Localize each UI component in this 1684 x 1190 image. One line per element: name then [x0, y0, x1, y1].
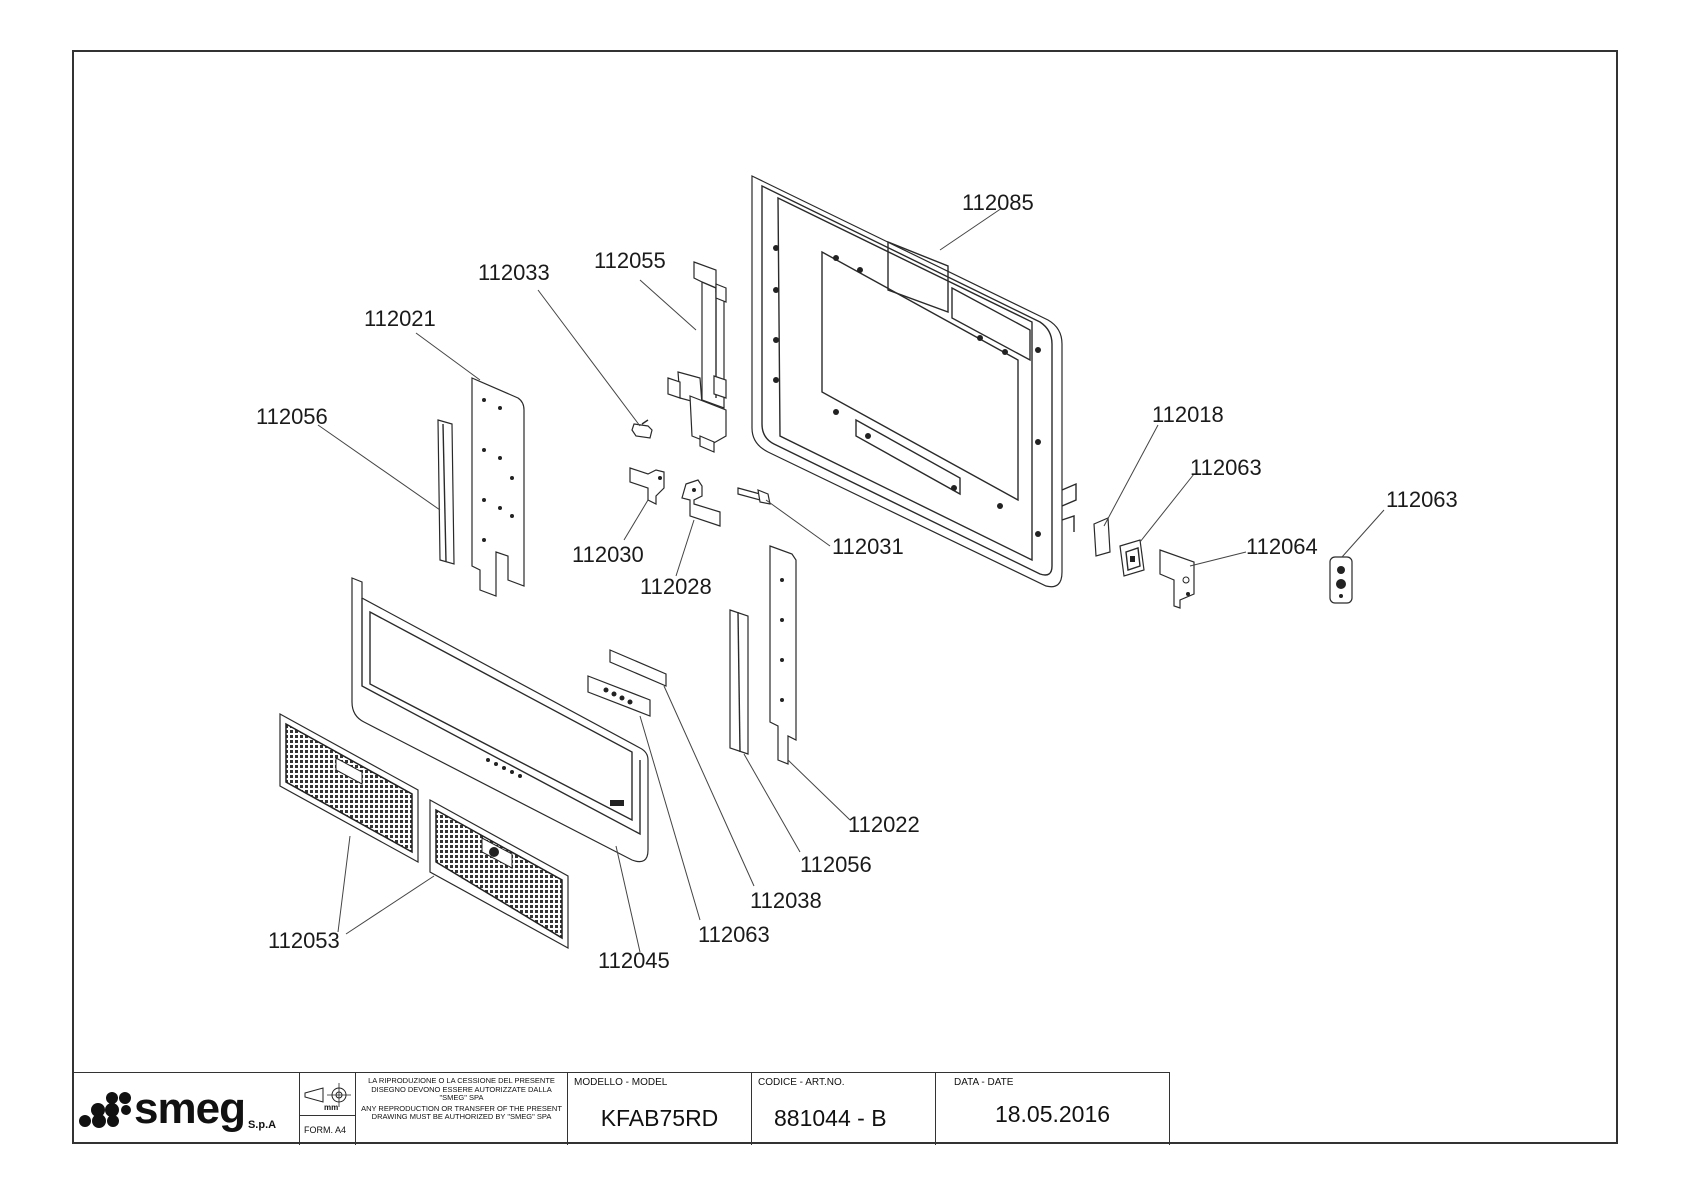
part-label-112045: 112045 — [598, 948, 670, 973]
grease-filter-right-part — [429, 798, 569, 950]
projection-symbol-cell: mm FORM. A4 — [300, 1073, 356, 1145]
part-label-112056-left: 112056 — [256, 404, 328, 429]
date-value: 18.05.2016 — [994, 1101, 1111, 1127]
part-label-112053: 112053 — [268, 928, 340, 953]
right-plate-part — [769, 545, 797, 765]
brand-name: smeg — [134, 1084, 246, 1133]
brand-suffix: S.p.A — [247, 1119, 277, 1131]
part-label-112031: 112031 — [832, 534, 904, 559]
part-label-112063-switch: 112063 — [1190, 455, 1262, 480]
remote-control-part — [1329, 556, 1353, 604]
motor-actuator-part — [667, 261, 727, 453]
brand-logo: smeg S.p.A — [72, 1073, 300, 1145]
side-rail-left-part — [437, 419, 455, 565]
screw-part — [631, 419, 653, 439]
front-panel-frame-part — [351, 577, 649, 863]
smeg-dots-icon — [79, 1092, 131, 1128]
date-cell: DATA - DATE 18.05.2016 — [936, 1073, 1170, 1145]
part-label-112063-remote: 112063 — [1386, 487, 1458, 512]
part-label-112021: 112021 — [364, 306, 436, 331]
switch-bracket-part — [1159, 549, 1195, 609]
control-board-part — [587, 675, 651, 717]
part-label-112055: 112055 — [594, 248, 666, 273]
code-value: 881044 - B — [774, 1105, 887, 1131]
leader-lines — [317, 207, 1385, 953]
unit-label: mm — [324, 1103, 339, 1112]
small-bracket-a-part — [629, 467, 665, 505]
support-strip-part — [609, 649, 667, 687]
model-value: KFAB75RD — [600, 1105, 719, 1131]
copyright-english: ANY REPRODUCTION OR TRANSFER OF THE PRES… — [361, 1103, 562, 1122]
small-bracket-b-part — [681, 479, 721, 527]
date-header: DATA - DATE — [954, 1077, 1014, 1088]
part-label-112063-board: 112063 — [698, 922, 770, 947]
part-label-112022: 112022 — [848, 812, 920, 837]
switch-part — [1119, 539, 1145, 577]
side-rail-right-part — [729, 609, 749, 755]
mounting-plate-part — [471, 377, 525, 597]
projection-symbol-icon — [304, 1083, 351, 1107]
part-label-112085: 112085 — [962, 190, 1034, 215]
pad-part — [1093, 517, 1111, 557]
part-label-112018: 112018 — [1152, 402, 1224, 427]
bolt-part — [737, 487, 771, 505]
grease-filter-left-part — [279, 712, 419, 864]
copyright-notice: LA RIPRODUZIONE O LA CESSIONE DEL PRESEN… — [356, 1073, 568, 1145]
title-block: smeg S.p.A mm FORM. A4 LA RIPRODUZIONE O… — [72, 1072, 1170, 1145]
format-label: FORM. A4 — [304, 1125, 347, 1135]
part-label-112056-right: 112056 — [800, 852, 872, 877]
part-label-112028: 112028 — [640, 574, 712, 599]
part-label-112030: 112030 — [572, 542, 644, 567]
housing-frame-part — [751, 175, 1077, 588]
drawing-sheet — [72, 50, 1618, 1144]
part-label-112064: 112064 — [1246, 534, 1318, 559]
part-label-112033: 112033 — [478, 260, 550, 285]
model-cell: MODELLO - MODEL KFAB75RD — [568, 1073, 752, 1145]
code-header: CODICE - ART.NO. — [758, 1077, 845, 1088]
copyright-italian: LA RIPRODUZIONE O LA CESSIONE DEL PRESEN… — [368, 1076, 555, 1103]
article-code-cell: CODICE - ART.NO. 881044 - B — [752, 1073, 936, 1145]
model-header: MODELLO - MODEL — [574, 1077, 668, 1088]
part-label-112038: 112038 — [750, 888, 822, 913]
